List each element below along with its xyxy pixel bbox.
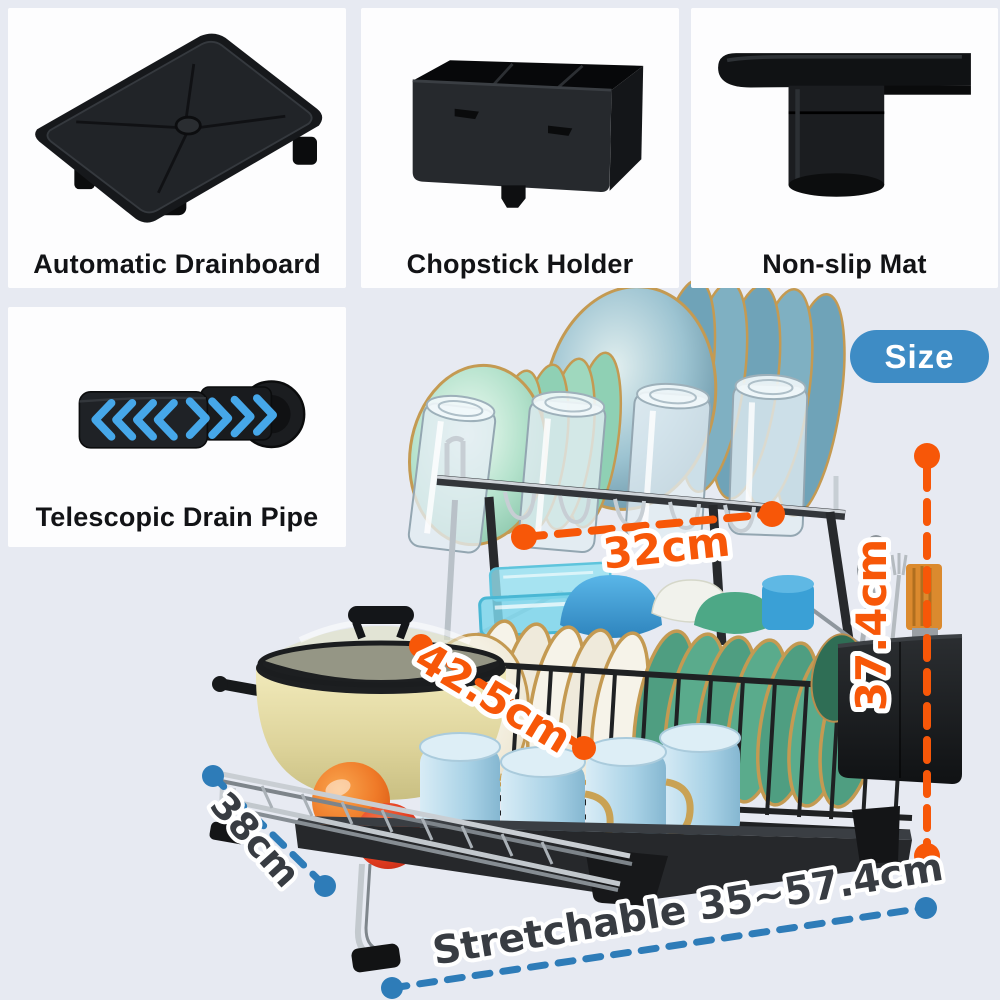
dim-line-top-width <box>520 510 776 541</box>
telescopic-drain-pipe-icon <box>78 380 306 449</box>
panel-label: Automatic Drainboard <box>33 249 321 279</box>
dim-dot <box>409 634 433 658</box>
feature-panel-non-slip-mat: Non-slip Mat <box>691 8 998 288</box>
dim-dot <box>511 524 537 550</box>
panel-label: Chopstick Holder <box>406 249 634 279</box>
dim-dot <box>572 736 596 760</box>
feature-panel-chopstick-holder: Chopstick Holder <box>361 8 679 288</box>
dim-total-height: 37.4cm <box>847 539 896 711</box>
drainboard-icon <box>35 33 323 223</box>
dim-dot <box>914 843 940 869</box>
feature-panel-telescopic-drain-pipe: Telescopic Drain Pipe <box>8 307 346 547</box>
dim-line-diagonal <box>417 642 588 752</box>
blue-mug-back <box>762 575 814 630</box>
dim-dot-blue <box>314 875 336 897</box>
non-slip-mat-icon <box>718 53 971 197</box>
green-bowl <box>694 592 776 634</box>
panel-label: Non-slip Mat <box>762 249 927 279</box>
dim-dot-blue <box>915 897 937 919</box>
dim-line-depth <box>209 772 329 890</box>
panel-label: Telescopic Drain Pipe <box>35 502 319 532</box>
dim-dot-blue <box>202 765 224 787</box>
utensil-holder <box>810 535 963 784</box>
blue-bowl <box>560 575 662 638</box>
dim-dot-blue <box>381 977 403 999</box>
stretch-frame <box>209 769 633 973</box>
dim-dot <box>759 501 785 527</box>
feature-panel-drainboard: Automatic Drainboard <box>8 8 346 288</box>
arrow-chevrons <box>91 394 277 441</box>
chopstick-holder-icon <box>412 60 644 208</box>
dim-top-rack-width: 32cm <box>601 517 733 579</box>
dim-dot <box>914 443 940 469</box>
drainboard-base <box>295 806 912 907</box>
dim-line-stretch <box>388 904 928 992</box>
size-badge: Size <box>850 330 989 383</box>
